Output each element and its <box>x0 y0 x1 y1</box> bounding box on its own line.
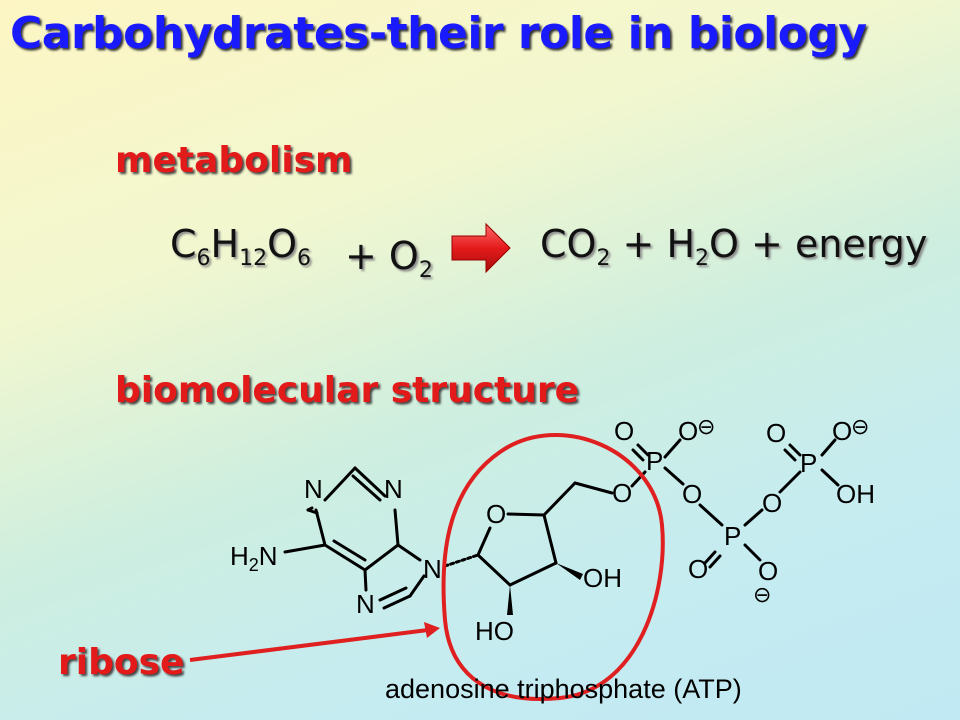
atom-p1: P <box>646 446 663 476</box>
atom-p2-ominus: O <box>758 556 778 586</box>
ribose-arrowhead-icon <box>424 622 440 638</box>
reaction-arrow-icon <box>451 222 511 274</box>
atom-n1: N <box>304 474 323 504</box>
atom-labels: N N N N H2N O OH HO O O O ⊖ P O P O O ⊖ … <box>230 414 875 646</box>
atom-p3: P <box>800 448 817 478</box>
atom-n7: N <box>356 589 375 619</box>
atom-p3-oh: OH <box>836 479 875 509</box>
glucose-formula: C6H12O6 <box>170 222 312 271</box>
atom-p2: P <box>724 521 741 551</box>
oxygen-term: + O2 <box>345 234 433 283</box>
ribose-pointer-arrow <box>189 628 429 662</box>
wedge-2oh <box>507 585 513 615</box>
molecule-caption: adenosine triphosphate (ATP) <box>385 674 742 704</box>
wedge-3oh <box>556 563 583 580</box>
ribose-label: ribose <box>58 642 185 683</box>
atom-ring-oxygen: O <box>486 499 506 529</box>
atom-n9: N <box>423 554 442 584</box>
atp-bonds <box>283 438 840 610</box>
atom-p1-ominus: O <box>678 416 698 446</box>
atom-p3-ominus: O <box>832 416 852 446</box>
atom-n3: N <box>384 474 403 504</box>
charge-p1: ⊖ <box>697 414 715 439</box>
slide-title: Carbohydrates-their role in biology <box>10 8 867 59</box>
charge-p2: ⊖ <box>753 582 771 607</box>
atom-o5: O <box>612 478 632 508</box>
products-formula: CO2 + H2O + energy <box>540 222 928 271</box>
metabolism-heading: metabolism <box>115 140 353 181</box>
hydroxyl-2: HO <box>475 616 514 646</box>
atom-bridge-o1: O <box>682 479 702 509</box>
charge-p3: ⊖ <box>851 414 869 439</box>
atom-bridge-o2: O <box>762 488 782 518</box>
atom-p2-o: O <box>688 554 708 584</box>
atom-p1-o: O <box>614 416 634 446</box>
amine-group: H2N <box>230 541 278 575</box>
hydroxyl-3: OH <box>583 563 622 593</box>
structure-heading: biomolecular structure <box>115 370 580 411</box>
atom-p3-o: O <box>766 418 786 448</box>
ribose-highlight-circle <box>441 433 665 701</box>
